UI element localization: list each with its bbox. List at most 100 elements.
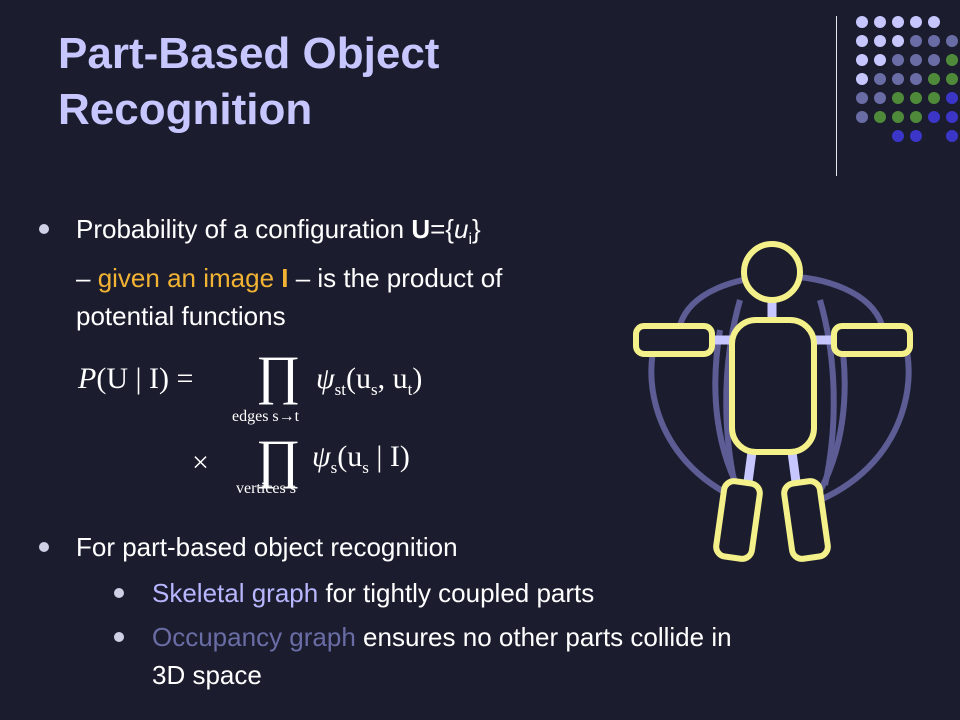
body-parts: [633, 241, 913, 562]
decor-dot: [892, 73, 904, 85]
decor-dot: [892, 92, 904, 104]
decor-dot: [946, 35, 958, 47]
decor-dot: [874, 111, 886, 123]
bullet-probability: Probability of a configuration U={ui} – …: [38, 210, 598, 335]
decor-dot: [892, 111, 904, 123]
probability-equation: P(U | I) = ∏ edges s→t ψst(us, ut) × ∏ v…: [60, 340, 540, 510]
eq-product-2: ∏: [256, 429, 301, 489]
decor-dot: [874, 35, 886, 47]
decor-dot: [910, 92, 922, 104]
bullet1-rest: – is the product of potential functions: [76, 263, 503, 332]
decor-dot: [856, 92, 868, 104]
eq-psi-s: ψs(us | I): [312, 440, 410, 478]
decor-dot: [928, 35, 940, 47]
decor-dot: [946, 92, 958, 104]
decor-dot: [910, 130, 922, 142]
occupancy-arc: [723, 299, 743, 486]
eq-psi1-close: ): [412, 362, 423, 395]
decor-dot: [892, 54, 904, 66]
bullet-part-based: For part-based object recognition Skelet…: [38, 528, 738, 694]
decor-dot: [874, 54, 886, 66]
decor-dot: [910, 16, 922, 28]
decor-dot: [910, 54, 922, 66]
eq-psi-st: ψst(us, ut): [316, 362, 422, 400]
decor-dot: [910, 73, 922, 85]
decor-dot: [856, 111, 868, 123]
bullet-list-bottom: For part-based object recognition Skelet…: [38, 528, 738, 700]
left-arm-part: [633, 323, 715, 357]
sub-bullet-occupancy: Occupancy graph ensures no other parts c…: [114, 618, 738, 694]
decor-dot: [946, 54, 958, 66]
bullet1-text-pre: Probability of a configuration: [76, 214, 412, 244]
eq-product-1-sub: edges s→t: [232, 408, 300, 425]
skeletal-graph-term: Skeletal graph: [152, 578, 319, 608]
decor-dot: [874, 16, 886, 28]
bullet1-sub-i: i: [468, 231, 472, 249]
occupancy-graph-desc: ensures no other parts collide in 3D spa…: [152, 622, 732, 690]
title-divider: [836, 16, 837, 176]
body-part-graph-figure: [633, 241, 913, 562]
eq-psi2-rest: | I): [376, 440, 410, 473]
bullet1-eq-open: ={: [430, 214, 454, 244]
decor-dot: [874, 92, 886, 104]
right-arm-part: [831, 323, 913, 357]
decor-dot: [856, 73, 868, 85]
eq-psi2-s: s: [362, 458, 369, 477]
eq-product-1: ∏: [256, 345, 301, 405]
eq-psi1-args: (u: [345, 362, 371, 395]
eq-lhs-P: P: [78, 362, 97, 395]
decor-dot: [928, 111, 940, 123]
bullet1-U: U: [411, 214, 431, 244]
decor-dot: [892, 16, 904, 28]
bullet1-close: }: [472, 214, 481, 244]
title-line-2: Recognition: [58, 85, 313, 134]
eq-psi1: ψ: [316, 362, 335, 395]
skeletal-graph-desc: for tightly coupled parts: [318, 578, 595, 608]
decor-dot: [856, 16, 868, 28]
title-line-1: Part-Based Object: [58, 29, 440, 78]
decor-dot: [946, 73, 958, 85]
decor-dot: [892, 130, 904, 142]
eq-lhs: P(U | I) =: [78, 362, 193, 396]
decor-dot: [856, 54, 868, 66]
decor-dot: [928, 92, 940, 104]
eq-psi2-sub: s: [330, 458, 338, 477]
bullet-list-top: Probability of a configuration U={ui} – …: [38, 210, 598, 335]
decor-dot: [928, 73, 940, 85]
decor-dot: [928, 54, 940, 66]
eq-product-2-sub: vertices s: [236, 480, 296, 497]
occupancy-graph-term: Occupancy graph: [152, 622, 356, 652]
head-part: [741, 241, 803, 303]
skeletal-links: [707, 297, 839, 487]
occupancy-arc: [817, 299, 837, 486]
slide-title: Part-Based Object Recognition: [58, 26, 439, 138]
decor-dot: [946, 111, 958, 123]
eq-times: ×: [192, 446, 209, 479]
decor-dot: [910, 111, 922, 123]
eq-psi2-args: (u: [337, 440, 363, 473]
decor-dot: [856, 35, 868, 47]
bullet1-I: I: [281, 263, 289, 294]
bullet2-text: For part-based object recognition: [76, 532, 458, 562]
skeletal-link: [743, 447, 757, 487]
bullet1-dash: –: [76, 263, 98, 294]
torso-part: [729, 317, 817, 455]
skeletal-link: [787, 447, 801, 487]
eq-psi1-t: t: [407, 380, 413, 399]
eq-psi1-sub: st: [334, 380, 346, 399]
decor-dot: [910, 35, 922, 47]
eq-psi1-s: s: [370, 380, 378, 399]
bullet1-u: u: [453, 214, 469, 244]
dot-grid-icon: [848, 10, 958, 160]
right-leg-part: [781, 478, 831, 562]
decor-dot: [928, 16, 940, 28]
decor-dot: [874, 73, 886, 85]
eq-psi1-comma: , u: [377, 362, 408, 395]
sub-bullet-list: Skeletal graph for tightly coupled parts…: [76, 574, 738, 694]
decor-dot: [892, 35, 904, 47]
eq-lhs-args: (U | I) =: [96, 362, 194, 395]
sub-bullet-skeletal: Skeletal graph for tightly coupled parts: [114, 574, 738, 612]
left-leg-part: [713, 478, 763, 562]
bullet1-given-image: given an image: [97, 263, 282, 294]
decor-dot: [946, 130, 958, 142]
